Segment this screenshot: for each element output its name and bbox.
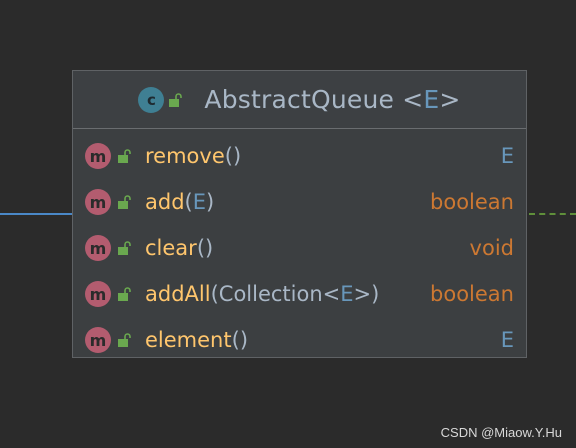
method-name: remove [145, 144, 225, 168]
method-icon: m [85, 327, 111, 353]
method-name: add [145, 190, 185, 214]
paren-close: ) [239, 328, 249, 352]
paren-open: ( [231, 328, 240, 352]
type-param-close: > [439, 85, 461, 114]
return-type: boolean [430, 190, 514, 214]
method-row-element[interactable]: m element() E [73, 317, 526, 363]
param-type: > [353, 282, 372, 306]
class-name: AbstractQueue [204, 85, 395, 114]
method-signature: add(E) [145, 190, 214, 214]
paren-close: ) [206, 190, 215, 214]
paren-open: ( [210, 282, 219, 306]
return-type: void [469, 236, 514, 260]
method-icon: m [85, 235, 111, 261]
return-type: E [500, 328, 514, 352]
lock-open-icon [169, 92, 183, 107]
method-row-addall[interactable]: m addAll(Collection<E>) boolean [73, 271, 526, 317]
lock-open-icon [118, 241, 131, 255]
method-icon: m [85, 143, 111, 169]
return-type: boolean [430, 282, 514, 306]
method-signature: addAll(Collection<E>) [145, 282, 379, 306]
lock-open-icon [118, 149, 131, 163]
inheritance-edge [0, 213, 73, 215]
implementation-edge [529, 213, 576, 215]
method-row-remove[interactable]: m remove() E [73, 133, 526, 179]
class-header: c AbstractQueue <E> [73, 71, 526, 129]
method-name: element [145, 328, 232, 352]
method-icon: m [85, 189, 111, 215]
class-title: AbstractQueue <E> [204, 85, 460, 114]
class-icon: c [138, 86, 165, 113]
watermark: CSDN @Miaow.Y.Hu [440, 425, 562, 440]
type-param: E [340, 282, 354, 306]
method-signature: element() [145, 328, 248, 352]
type-param-open: < [402, 85, 424, 114]
return-type: E [500, 144, 514, 168]
method-row-clear[interactable]: m clear() void [73, 225, 526, 271]
paren-close: ) [205, 236, 214, 260]
param-type: < [322, 282, 341, 306]
method-name: clear [145, 236, 197, 260]
paren-open: ( [196, 236, 206, 260]
paren-open: ( [184, 190, 193, 214]
method-row-add[interactable]: m add(E) boolean [73, 179, 526, 225]
lock-open-icon [118, 333, 131, 347]
param-type: Collection [218, 282, 323, 306]
paren-close: ) [232, 144, 242, 168]
method-signature: remove() [145, 144, 241, 168]
method-name: addAll [145, 282, 211, 306]
method-signature: clear() [145, 236, 213, 260]
type-param: E [192, 190, 207, 214]
method-icon: m [85, 281, 111, 307]
paren-close: ) [371, 282, 380, 306]
lock-open-icon [118, 195, 131, 209]
paren-open: ( [224, 144, 233, 168]
lock-open-icon [118, 287, 131, 301]
type-param: E [423, 85, 440, 114]
